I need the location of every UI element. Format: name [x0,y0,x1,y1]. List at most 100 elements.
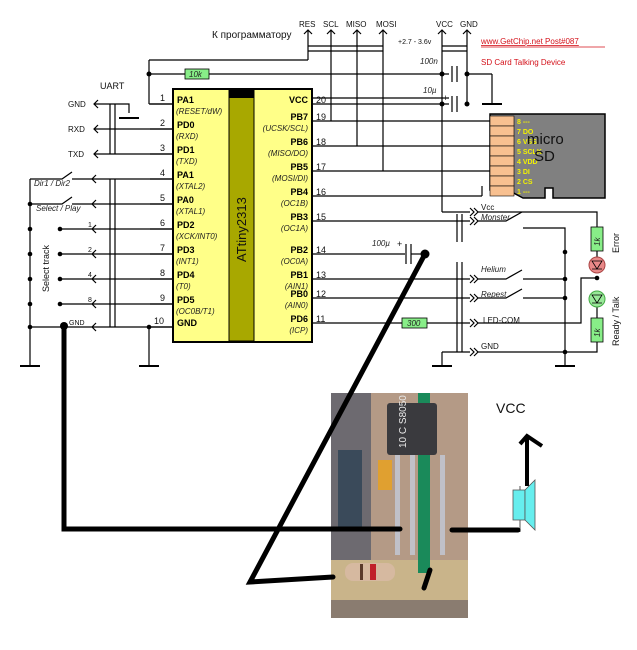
pin-alt: (TXD) [176,157,198,166]
pin-number: 19 [316,112,326,122]
prog-pin-miso: MISO [346,20,366,29]
pin-alt: (OC1B) [281,199,308,208]
uart-rxd: RXD [68,125,85,134]
sd-pin-label: 6 VSS [517,139,537,146]
led-ready-symbol [591,294,603,304]
resistor-error-label: 1k [593,237,602,246]
pin-name: PB7 [290,112,308,122]
led-ready [588,290,606,308]
cap-100u-plus: + [397,239,402,249]
pin-alt: (XTAL1) [176,207,206,216]
sd-pad [489,115,515,127]
pin-alt: (MOSI/DI) [272,174,308,183]
sd-pad [489,135,515,147]
track-4: 4 [88,272,92,279]
pin-number: 6 [160,218,165,228]
junction-dot [439,101,445,107]
power-pin-vcc: VCC [436,20,453,29]
pin-alt: (T0) [176,282,191,291]
sd-pin-label: 8 --- [517,119,531,126]
pin-number: 8 [160,268,165,278]
transistor-marking: 10 C S8050 [398,395,409,448]
pin-alt: (AIN0) [285,301,308,310]
sd-pad [489,145,515,157]
select-track-label: Select track [41,244,51,292]
pin-name: PD0 [177,120,195,130]
pin-name: PB1 [290,270,308,280]
led-error-symbol [591,260,603,270]
pin-alt: (ICP) [289,326,308,335]
pin-name: PD1 [177,145,195,155]
resistor-ready-1k [590,317,604,343]
sd-pad [489,155,515,167]
junction-dot [146,71,152,77]
resistor-300 [401,317,428,329]
chip-name: ATtiny2313 [234,197,249,262]
pin-number: 1 [160,93,165,103]
thick-wire-node [60,322,68,330]
left-gnd-label: GND [69,320,85,327]
pin-number: 7 [160,243,165,253]
pin-alt: (AIN1) [285,282,308,291]
junction-dot [464,71,470,77]
junction-dot [439,71,445,77]
pin-name: PB6 [290,137,308,147]
pin-number: 4 [160,168,165,178]
cap-100n [449,66,461,82]
thick-wire-stub [421,567,433,591]
connector-helium: Helium [481,265,506,274]
pin-number: 10 [154,316,164,326]
vcc-arrow-icon [518,433,544,486]
project-title: SD Card Talking Device [481,58,566,67]
led-ready-label: Ready / Talk [611,296,621,346]
right-wiring [312,120,598,367]
pin-number: 11 [316,314,325,324]
pin-name: PB4 [290,187,308,197]
pin-alt: (OC0B/T1) [176,307,215,316]
pin-alt: (RESET/dW) [176,107,223,116]
vcc-label: VCC [496,400,526,416]
pin-name: PA1 [177,95,194,105]
sd-pin-label: 1 --- [517,189,531,196]
pin-number: 15 [316,212,326,222]
resistor-300-label: 300 [407,319,421,328]
resistor-ready-label: 1k [593,328,602,337]
chip-notch [229,90,254,98]
sd-pin-label: 7 DO [517,129,534,136]
left-junctions [27,201,152,330]
sd-title-micro: micro [527,131,564,148]
pin-alt: (XTAL2) [176,182,206,191]
site-link[interactable]: www.GetChip.net Post#087 [480,37,579,46]
sd-pin-label: 5 SCLK [517,149,542,156]
switch-dir-label: Dir1 / Dir2 [34,179,71,188]
pin-number: 18 [316,137,326,147]
resistor-10k [184,68,210,80]
resistor-error-1k [590,226,604,252]
prog-pin-mosi: MOSI [376,20,396,29]
prog-pin-res: RES [299,20,315,29]
pin-number: 12 [316,289,326,299]
cap-10u-label: 10µ [423,86,437,95]
pin-alt: (MISO/DO) [268,149,308,158]
pin-number: 3 [160,143,165,153]
sd-pad [489,185,515,197]
pin-alt: (INT1) [176,257,199,266]
pin-name: PB2 [290,245,308,255]
pin-alt: (XCK/INT0) [176,232,218,241]
pin-name: PD4 [177,270,195,280]
pin-alt: (UCSK/SCL) [263,124,309,133]
uart-txd: TXD [68,150,84,159]
pin-number: 16 [316,187,326,197]
led-error-label: Error [611,233,621,253]
pin-name: PB5 [290,162,308,172]
programmer-arrows [303,29,472,40]
uart-gnd: GND [68,100,86,109]
track-8: 8 [88,297,92,304]
connector-repest: Repest [481,290,507,299]
pin-name: PB0 [290,289,308,299]
sd-pad [489,165,515,177]
pin-alt: (RXD) [176,132,199,141]
